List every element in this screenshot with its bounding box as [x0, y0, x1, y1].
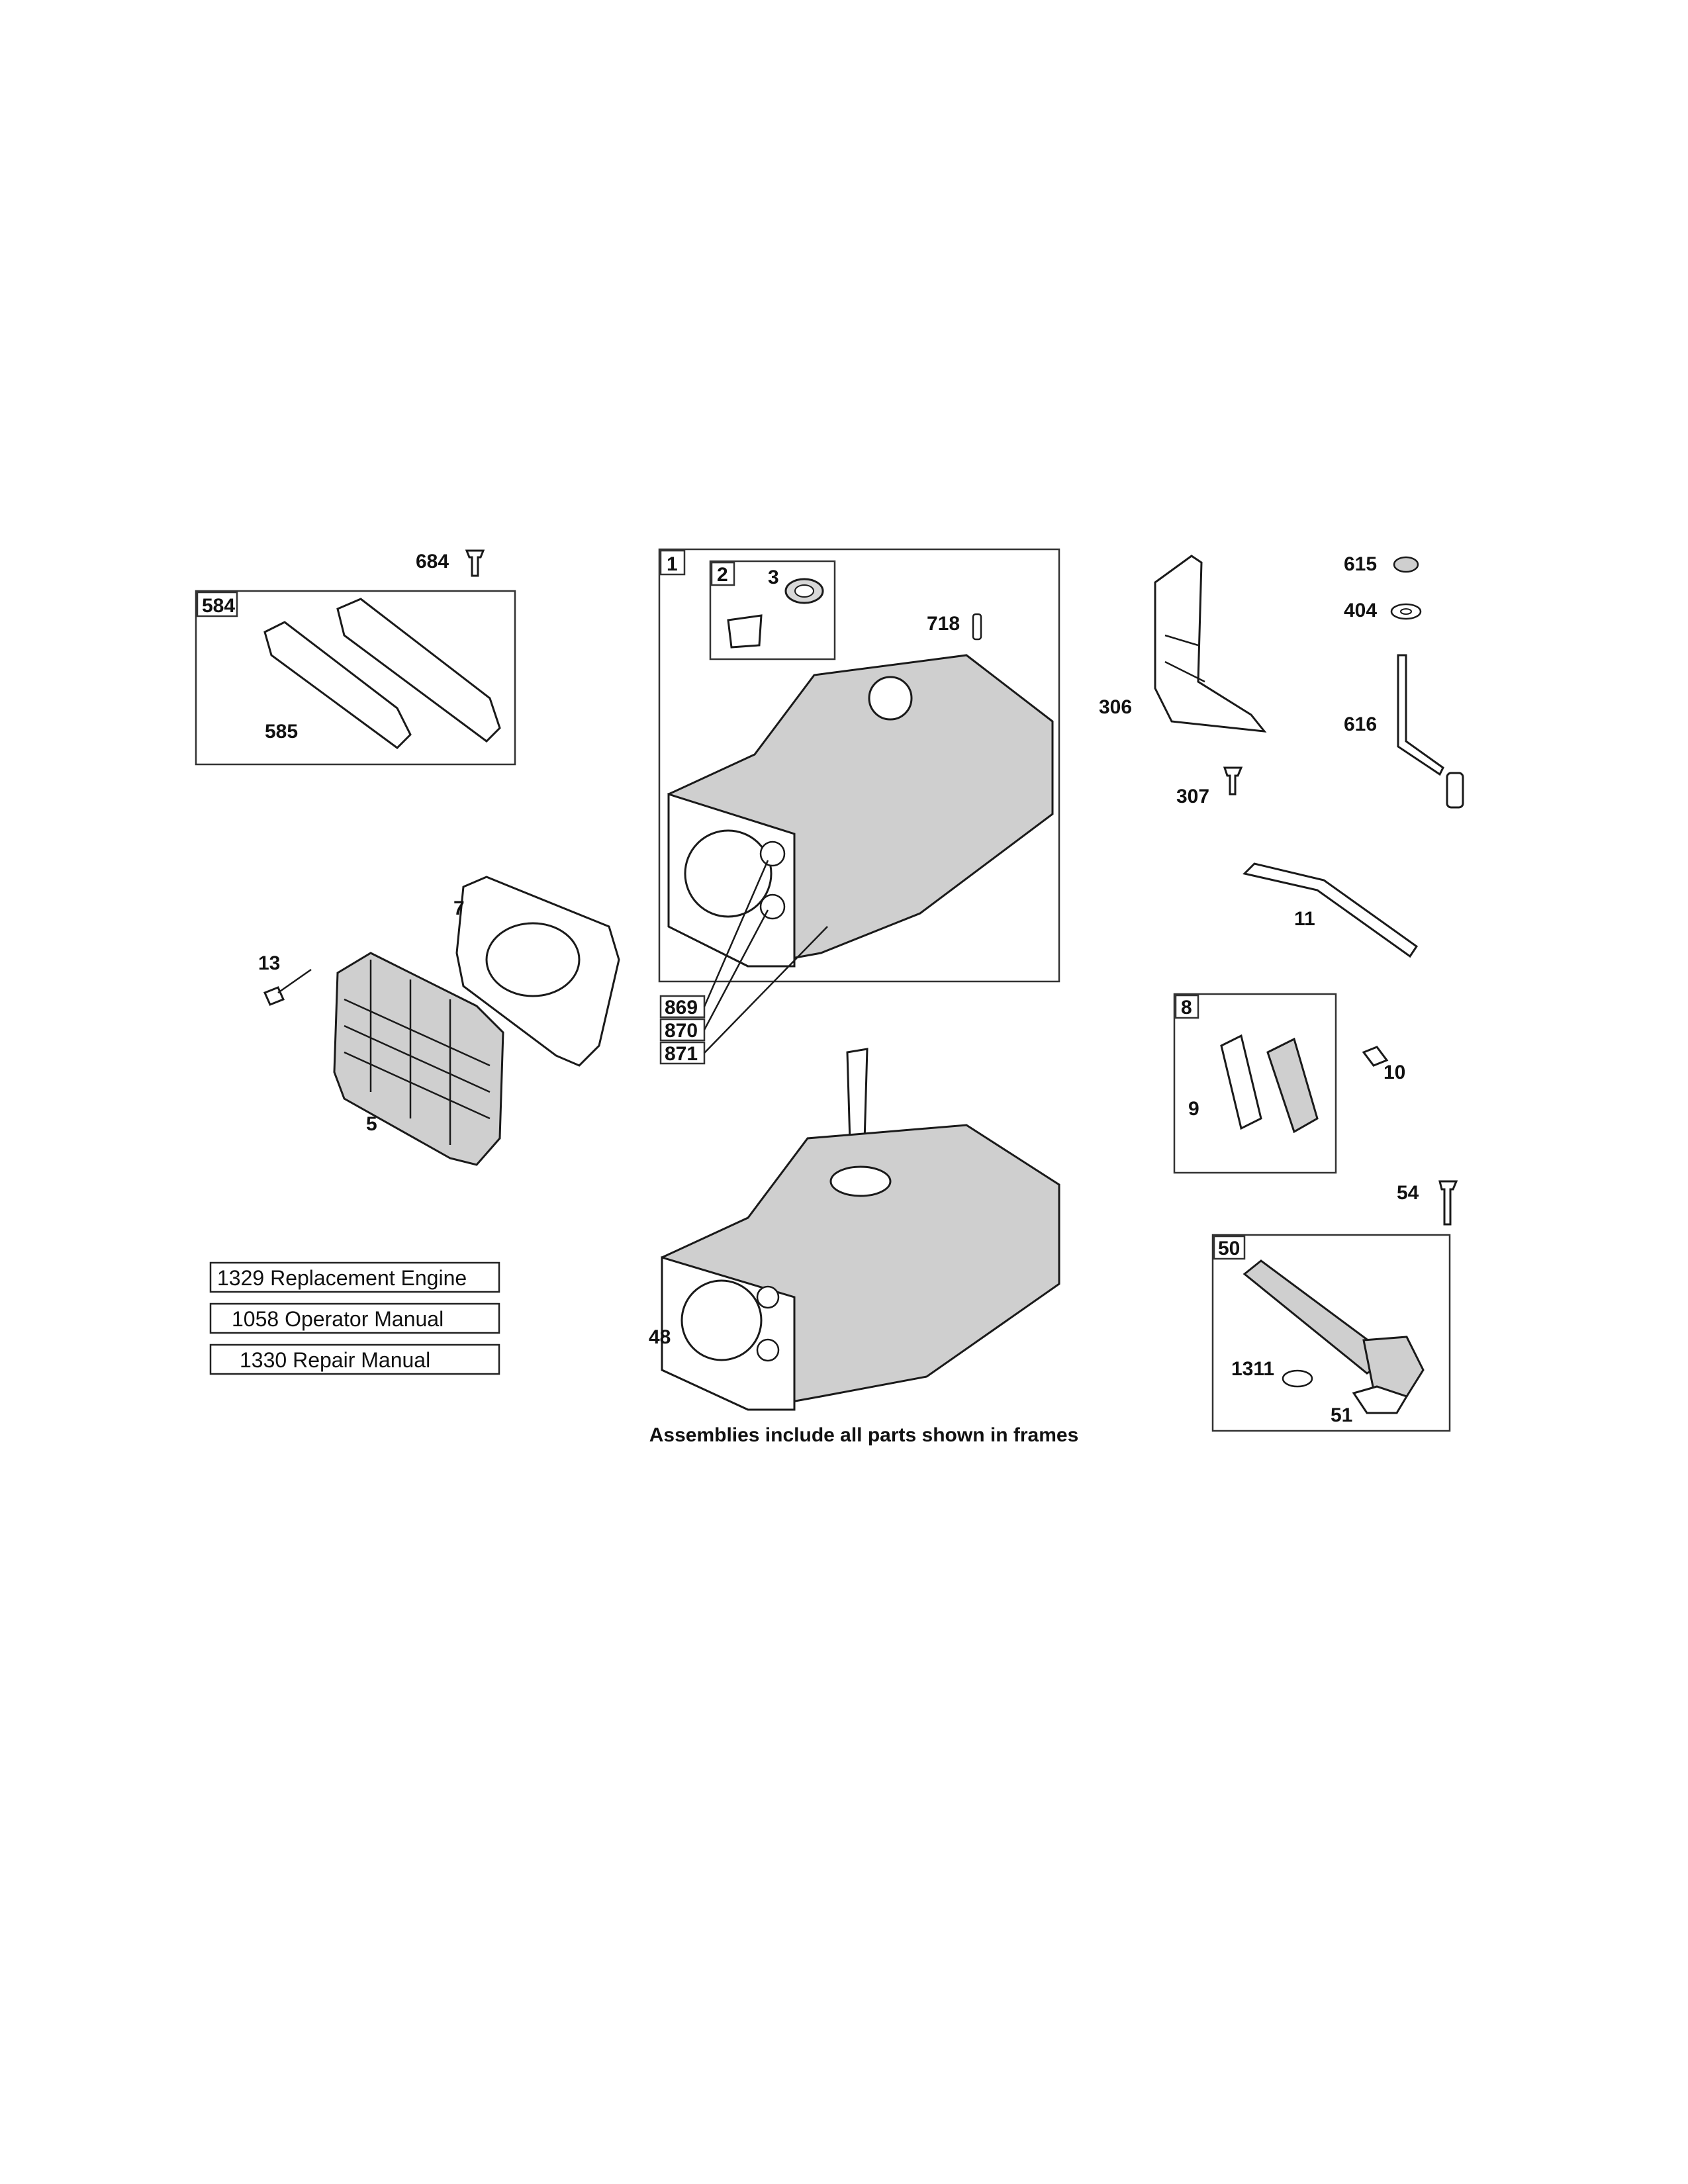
- callout-871: 871: [665, 1043, 698, 1065]
- gasket-51: [1352, 1385, 1409, 1414]
- callout-7: 7: [453, 897, 465, 919]
- gasket-plate-rear: [263, 621, 412, 749]
- callout-1: 1: [667, 553, 678, 575]
- head-gasket-group: 584 585 684: [195, 549, 516, 766]
- callout-50: 50: [1218, 1238, 1240, 1259]
- nut-615-icon: [1393, 556, 1419, 573]
- callout-9: 9: [1188, 1098, 1199, 1120]
- callout-5: 5: [366, 1113, 377, 1135]
- gasket-9: [1220, 1034, 1262, 1130]
- callout-869: 869: [665, 997, 698, 1019]
- cylinder-assembly-group: 1 2 3 718 869 870 871: [658, 548, 1060, 1065]
- callout-615: 615: [1344, 553, 1377, 575]
- reference-1329: 1329 Replacement Engine: [217, 1266, 467, 1290]
- link-616: [1397, 654, 1444, 776]
- bolt-54-icon: [1438, 1180, 1458, 1226]
- tube-group: 11: [1243, 862, 1419, 958]
- bolt-684-icon: [465, 549, 485, 577]
- frame-1: [658, 548, 1060, 983]
- callout-404: 404: [1344, 600, 1377, 621]
- callout-54: 54: [1397, 1182, 1419, 1204]
- oil-fill-tube: [1243, 1259, 1385, 1375]
- callout-2: 2: [717, 564, 728, 586]
- reference-1058: 1058 Operator Manual: [232, 1307, 444, 1331]
- diagram-caption: Assemblies include all parts shown in fr…: [649, 1424, 1079, 1446]
- callout-684: 684: [416, 551, 449, 572]
- frame-584: [195, 590, 516, 766]
- washer-1311-icon: [1282, 1369, 1313, 1388]
- reference-1330: 1330 Repair Manual: [240, 1348, 430, 1372]
- bolt-54-group: 54: [1397, 1180, 1458, 1226]
- breather-group: 8 9 10: [1173, 993, 1405, 1174]
- gasket-plate-front: [336, 598, 501, 743]
- callout-306: 306: [1099, 696, 1132, 718]
- cylinder-head-group: 7 5 13: [258, 876, 620, 1166]
- frame-8: [1173, 993, 1337, 1174]
- breather-cover: [1266, 1037, 1319, 1134]
- screw-307-icon: [1223, 766, 1243, 796]
- shield-group: 306 307: [1099, 555, 1267, 807]
- oil-fill-group: 50 1311 51: [1211, 1234, 1451, 1432]
- frame-50: [1211, 1234, 1451, 1432]
- callout-51: 51: [1331, 1404, 1352, 1426]
- reference-list: 1329 Replacement Engine 1058 Operator Ma…: [209, 1261, 500, 1375]
- pin-718-icon: [972, 613, 982, 641]
- tube-11: [1243, 862, 1419, 958]
- callout-1311: 1311: [1231, 1358, 1274, 1380]
- bushing-2-icon: [727, 614, 763, 649]
- callout-13: 13: [258, 952, 280, 974]
- callout-48: 48: [649, 1326, 671, 1348]
- linkage-group: 615 404 616: [1344, 553, 1464, 809]
- callout-10: 10: [1383, 1062, 1405, 1083]
- callout-307: 307: [1176, 786, 1209, 807]
- callout-718: 718: [927, 613, 960, 635]
- callout-616: 616: [1344, 713, 1377, 735]
- crankcase-group: 48: [649, 1048, 1060, 1411]
- callout-870: 870: [665, 1020, 698, 1042]
- bolt-10-icon: [1362, 1046, 1389, 1067]
- callout-8: 8: [1181, 997, 1192, 1019]
- shield-306: [1154, 555, 1267, 733]
- frame-2: [709, 560, 836, 660]
- callout-585: 585: [265, 721, 298, 743]
- callout-584: 584: [202, 595, 235, 617]
- callout-3: 3: [768, 567, 779, 588]
- callout-11: 11: [1294, 908, 1315, 930]
